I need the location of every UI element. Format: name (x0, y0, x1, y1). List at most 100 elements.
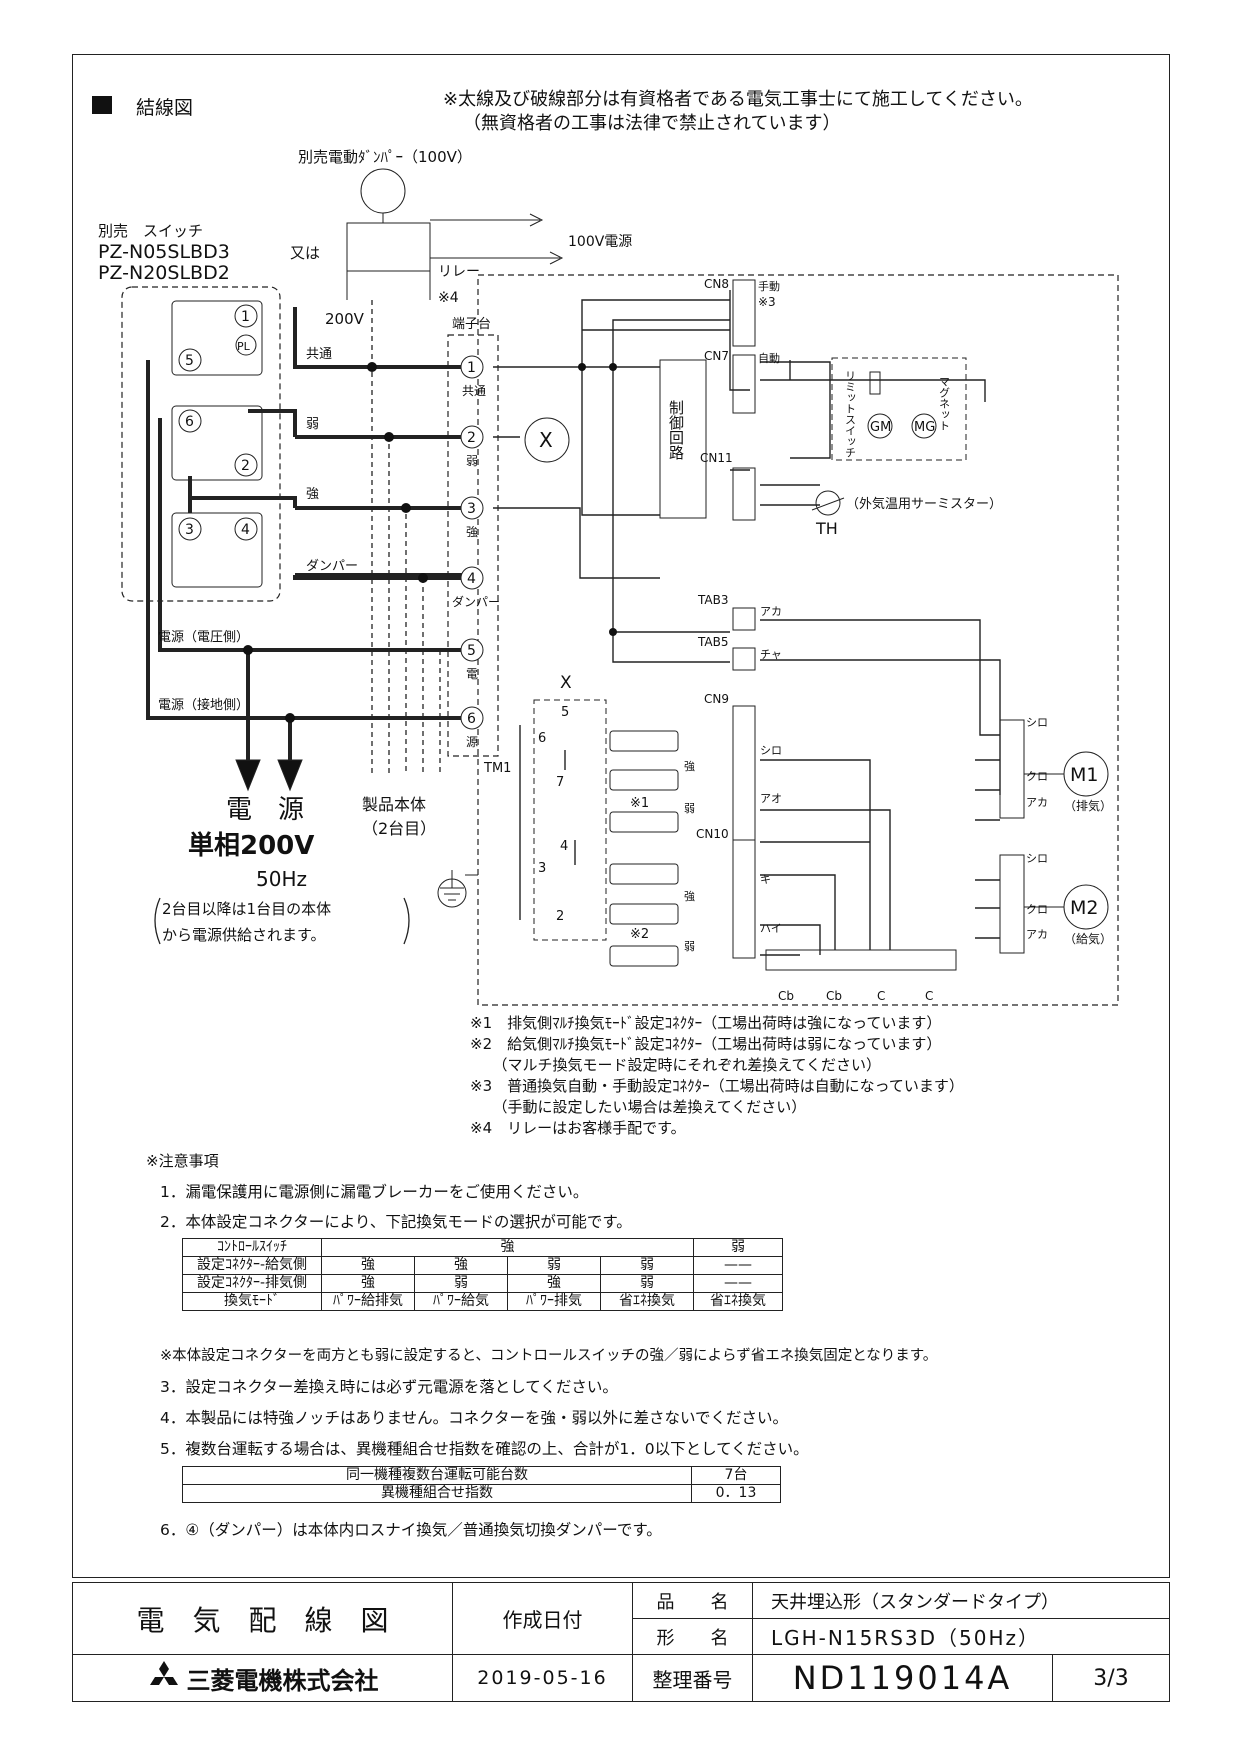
terminal-3-label: 強 (466, 525, 478, 539)
m1-white: シロ (1026, 716, 1048, 729)
damper-label: 別売電動ﾀﾞﾝﾊﾟｰ（100V） (298, 148, 472, 166)
x-term-6: 6 (538, 731, 546, 746)
switch-model1: PZ-N05SLBD3 (98, 241, 230, 263)
mode-cell: 弱 (414, 1274, 508, 1293)
m1-sub: （排気） (1064, 798, 1112, 813)
cn10-strong: 強 (684, 890, 695, 903)
note2-mark: ※2 (630, 927, 649, 942)
mode-table-header-strong: 強 (321, 1238, 694, 1257)
terminal-2-label: 弱 (466, 454, 478, 468)
mode-cell: 弱 (507, 1256, 601, 1275)
terminal-3-num: 3 (467, 501, 476, 517)
model-label: 形 名 (656, 1627, 729, 1649)
line-label-damper: ダンパー (306, 559, 358, 574)
cap-1: Cb (778, 989, 794, 1003)
x-term-3: 3 (538, 861, 546, 876)
warning-line1: ※太線及び破線部分は有資格者である電気工事士にて施工してください。 (443, 89, 1033, 110)
power-note2: から電源供給されます。 (162, 926, 326, 944)
mode-cell: 省ｴﾈ換気 (693, 1292, 783, 1311)
cn8-label: 手動 (758, 279, 780, 293)
magnet-label: マグネット (938, 376, 951, 431)
wire-red-tab3: アカ (760, 605, 782, 618)
footnote-3: （マルチ換気モード設定時にそれぞれ差換えてください） (470, 1056, 882, 1074)
x-block-label: X (560, 673, 572, 693)
mode-cell: 設定ｺﾈｸﾀｰ-排気側 (182, 1274, 322, 1293)
power-label: 電 源 (226, 795, 304, 825)
m2-white: シロ (1026, 852, 1048, 865)
warning-line2: （無資格者の工事は法律で禁止されています） (463, 113, 841, 134)
sw-term-4: 4 (241, 522, 250, 538)
limit-switch-label: リミットスイッチ (844, 370, 857, 458)
mode-cell: 強 (507, 1274, 601, 1293)
wire-yellow-cn10: キ (760, 873, 771, 886)
wire-gray-cn10: ハイ (760, 922, 782, 935)
count-label-2: 異機種組合せ指数 (182, 1484, 692, 1503)
cap-2: Cb (826, 989, 842, 1003)
terminal-6-num: 6 (467, 711, 476, 727)
note-2-extra: ※本体設定コネクターを両方とも弱に設定すると、コントロールスイッチの強／弱によら… (160, 1348, 938, 1364)
mg-label: MG (914, 420, 935, 435)
wire-blue-cn9: アオ (760, 792, 782, 805)
model-value-cell: LGH-N15RS3D（50Hz） (753, 1619, 1169, 1655)
terminal-1-label: 共通 (462, 384, 486, 398)
gm-label: GM (870, 420, 891, 435)
mode-cell: 強 (414, 1256, 508, 1275)
footnote-6: ※4 リレーはお客様手配です。 (470, 1119, 686, 1137)
company-cell: 三菱電機株式会社 (73, 1655, 453, 1701)
count-value-1: 7台 (691, 1466, 781, 1485)
cap-4: C (925, 989, 933, 1003)
connector-cn11: CN11 (700, 451, 733, 465)
sw-term-6: 6 (185, 414, 194, 430)
v200-label: 200V (325, 310, 365, 328)
cn9-strong: 強 (684, 760, 695, 773)
company-name: 三菱電機株式会社 (186, 1666, 379, 1695)
connector-cn7: CN7 (704, 349, 729, 363)
ref-label: 整理番号 (652, 1667, 733, 1692)
sw-term-5: 5 (185, 353, 194, 369)
mode-table: ｺﾝﾄﾛｰﾙｽｲｯﾁ 強 弱 設定ｺﾈｸﾀｰ-給気側 強 強 弱 弱 —— 設定… (182, 1238, 783, 1311)
mode-table-header-switch: ｺﾝﾄﾛｰﾙｽｲｯﾁ (182, 1238, 322, 1257)
ref-value-cell: ND119014A (753, 1655, 1053, 1701)
footnote-2: ※2 給気側ﾏﾙﾁ換気ﾓｰﾄﾞ設定ｺﾈｸﾀｰ（工場出荷時は弱になっています） (470, 1035, 942, 1053)
footnotes: ※1 排気側ﾏﾙﾁ換気ﾓｰﾄﾞ設定ｺﾈｸﾀｰ（工場出荷時は強になっています） ※… (470, 1012, 964, 1138)
relay-note: ※4 (438, 290, 459, 306)
m2-red: アカ (1026, 928, 1048, 941)
m2-label: M2 (1070, 897, 1098, 919)
notes-title: ※注意事項 (146, 1152, 219, 1170)
product-value: 天井埋込形（スタンダードタイプ） (771, 1591, 1059, 1613)
date-label-cell: 作成日付 (453, 1583, 633, 1655)
power-ground-side: 電源（接地側） (158, 697, 249, 713)
switch-title: 別売 スイッチ (98, 222, 203, 240)
drawing-frame (72, 54, 1170, 1578)
power-phase: 単相200V (188, 831, 314, 861)
mode-cell: ﾊﾟﾜｰ給排気 (321, 1292, 415, 1311)
power-note1: 2台目以降は1台目の本体 (162, 900, 331, 918)
note-6: 6．④（ダンパー）は本体内ロスナイ換気／普通換気切換ダンパーです。 (160, 1521, 662, 1539)
control-circuit: 制御回路 (667, 400, 685, 460)
power-voltage-side: 電源（電圧側） (158, 630, 249, 645)
date-value-cell: 2019-05-16 (453, 1655, 633, 1701)
product-label-cell: 品 名 (633, 1583, 753, 1619)
product-second: （2台目） (362, 819, 436, 838)
mode-cell: 弱 (600, 1256, 694, 1275)
doc-title: 電 気 配 線 図 (136, 1603, 389, 1637)
mode-cell: 強 (321, 1274, 415, 1293)
line-label-common: 共通 (306, 347, 332, 362)
m1-black: クロ (1026, 770, 1048, 783)
terminal-5-num: 5 (467, 643, 476, 659)
section-marker (92, 96, 112, 114)
page-number: 3/3 (1093, 1665, 1129, 1691)
count-label-1: 同一機種複数台運転可能台数 (182, 1466, 692, 1485)
terminal-block-title: 端子台 (452, 317, 491, 332)
doc-title-cell: 電 気 配 線 図 (73, 1583, 453, 1655)
mode-cell: ﾊﾟﾜｰ排気 (507, 1292, 601, 1311)
mode-cell: 設定ｺﾈｸﾀｰ-給気側 (182, 1256, 322, 1275)
mode-cell: 省ｴﾈ換気 (600, 1292, 694, 1311)
note-5: 5．複数台運転する場合は、異機種組合せ指数を確認の上、合計が1．0以下としてくだ… (160, 1440, 809, 1458)
terminal-5-label: 電 (466, 667, 478, 681)
wire-brown-tab5: チャ (760, 648, 782, 661)
footnote-1: ※1 排気側ﾏﾙﾁ換気ﾓｰﾄﾞ設定ｺﾈｸﾀｰ（工場出荷時は強になっています） (470, 1014, 942, 1032)
mode-table-header-weak: 弱 (693, 1238, 783, 1257)
power-100v: 100V電源 (568, 234, 632, 250)
sw-term-3: 3 (185, 522, 194, 538)
